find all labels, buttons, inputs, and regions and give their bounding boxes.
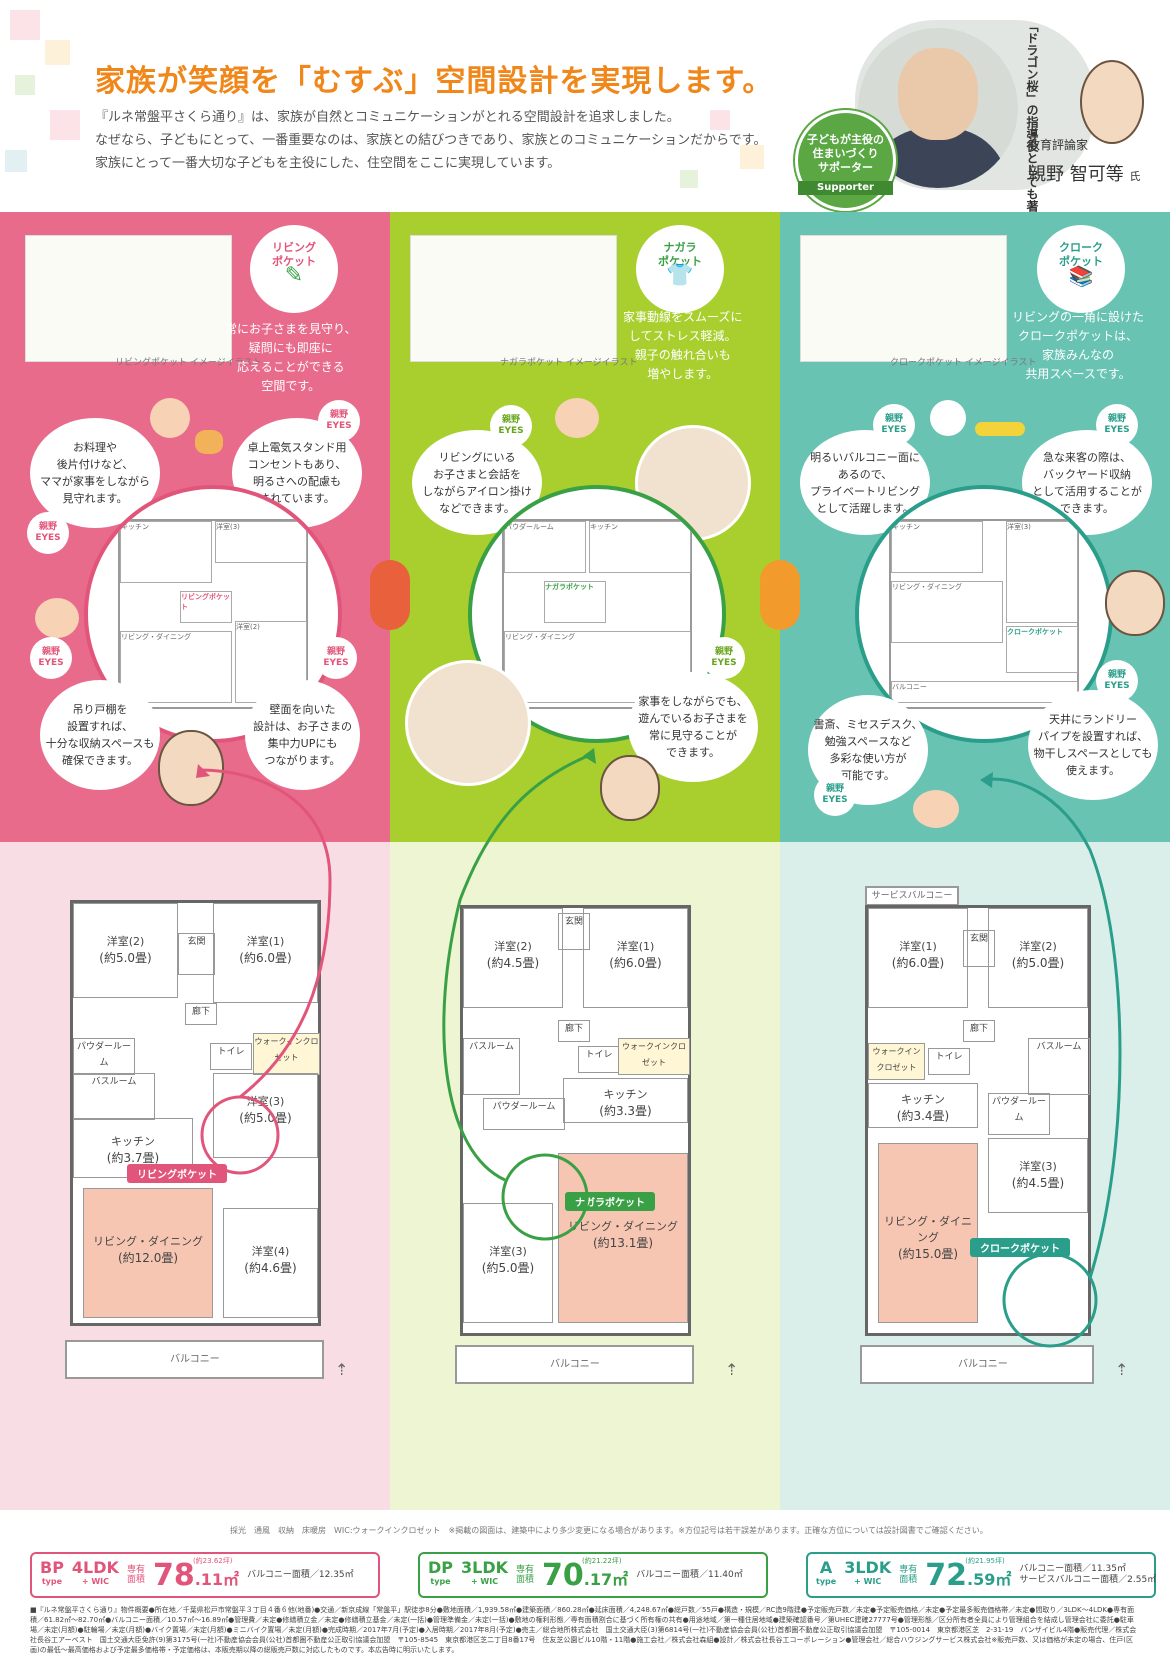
sketch-caption: リビングポケット イメージイラスト <box>115 358 262 368</box>
pocket-badge: リビングポケット ✎ <box>250 225 338 313</box>
intro-line: 家族にとって一番大切な子どもを主役にした、住空間をここに実現しています。 <box>95 156 561 171</box>
cloak-pocket-tag: クロークポケット <box>970 1238 1070 1257</box>
advice-bubble: 急な来客の際は、バックヤード収納として活用することができます。 <box>1022 430 1152 535</box>
pocket-description: リビングの一角に設けたクロークポケットは、家族みんなの共用スペースです。 <box>1012 310 1145 381</box>
nagara-sketch <box>410 235 617 362</box>
balcony <box>65 1340 324 1379</box>
balcony-label: バルコニー <box>170 1354 220 1365</box>
girl-face-icon <box>35 598 79 638</box>
chicken-icon <box>930 400 966 436</box>
headline: 家族が笑顔を「むすぶ」空間設計を実現します。 <box>95 64 774 99</box>
chicks-icon <box>975 422 1025 436</box>
teacher-face-icon <box>600 755 660 821</box>
header-mosaic-right <box>620 100 820 200</box>
supporter-badge: 子どもが主役の 住まいづくり サポーター Supporter <box>795 110 896 211</box>
cloak-sketch <box>800 235 1007 362</box>
kid-face-icon <box>913 790 959 828</box>
supporter-quote: 「ドラゴン桜」の指導役としても著名。 <box>1025 20 1039 236</box>
sketch-caption: クロークポケット イメージイラスト <box>890 358 1037 368</box>
advice-bubble: 吊り戸棚を設置すれば、十分な収納スペースも確保できます。 <box>40 680 160 790</box>
header-mosaic <box>0 0 110 200</box>
teacher-face-icon <box>158 730 224 806</box>
balcony <box>455 1345 694 1384</box>
balcony <box>860 1345 1094 1384</box>
intro-line: なぜなら、子どもにとって、一番重要なのは、家族との結びつきであり、家族とのコミュ… <box>95 133 767 148</box>
compass-icon: ⇡ <box>335 1360 349 1379</box>
balcony-label: バルコニー <box>958 1359 1008 1370</box>
sketch-caption: ナガラポケット イメージイラスト <box>500 358 638 368</box>
books-icon: 📚 <box>1068 264 1094 288</box>
kid-face-icon <box>555 398 599 438</box>
boy-jumping-icon <box>370 560 410 630</box>
pocket-badge: クロークポケット 📚 <box>1037 225 1125 313</box>
living-sketch <box>25 235 232 362</box>
cat-icon <box>195 430 223 454</box>
pocket-badge: ナガラポケット 👕 <box>636 225 724 313</box>
intro-line: 『ルネ常盤平さくら通り』は、家族が自然とコミュニケーションがとれる空間設計を追求… <box>95 110 680 125</box>
legend: 採光 通風 収納 床暖房 WIC:ウォークインクロゼット ※掲載の図面は、建築中… <box>230 1526 988 1535</box>
compass-icon: ⇡ <box>725 1360 739 1379</box>
balcony-label: バルコニー <box>550 1359 600 1370</box>
cartoon-face-icon <box>1080 60 1144 144</box>
floorplan-dp: 洋室(2)(約4.5畳) 洋室(1)(約6.0畳) 玄関 廊下 バスルーム トイ… <box>460 905 691 1336</box>
supporter-name: 親野 智可等 氏 <box>1028 164 1141 185</box>
pocket-description: 常にお子さまを見守り、疑問にも即座に応えることができる空間です。 <box>225 322 357 393</box>
shirt-icon: 👕 <box>666 263 694 288</box>
intro-text: 『ルネ常盤平さくら通り』は、家族が自然とコミュニケーションがとれる空間設計を追求… <box>95 106 775 175</box>
living-pocket-zoom: キッチン 洋室(3) リビング・ダイニング 洋室(2) リビングポケット <box>84 485 342 743</box>
teacher-face-icon <box>1105 570 1165 636</box>
compass-icon: ⇡ <box>1115 1360 1129 1379</box>
advice-bubble: 壁面を向いた設計は、お子さまの集中力UPにもつながります。 <box>245 680 360 790</box>
living-pocket-tag: リビングポケット <box>127 1164 227 1183</box>
property-overview: ■『ルネ常盤平さくら通り』物件概要●所在地／千葉県松戸市常盤平３丁目４番６他(地… <box>30 1606 1137 1654</box>
pocket-description: 家事動線をスムーズにしてストレス軽減。親子の触れ合いも増やします。 <box>623 310 743 381</box>
floorplan-a: 洋室(1)(約6.0畳) 洋室(2)(約5.0畳) 玄関 廊下 ウォークインクロ… <box>865 905 1091 1336</box>
parent-child-photo <box>405 660 531 786</box>
pencil-icon: ✎ <box>284 263 304 288</box>
supporter-role: 教育評論家 <box>1028 138 1089 152</box>
floorplan-bp: 洋室(2)(約5.0畳) 洋室(1)(約6.0畳) 玄関 廊下 パウダールーム … <box>70 900 321 1326</box>
boy-jumping-icon <box>760 560 800 630</box>
advice-bubble: 天井にランドリーパイプを設置すれば、物干しスペースとしても使えます。 <box>1028 690 1158 800</box>
kid-face-icon <box>150 398 190 438</box>
